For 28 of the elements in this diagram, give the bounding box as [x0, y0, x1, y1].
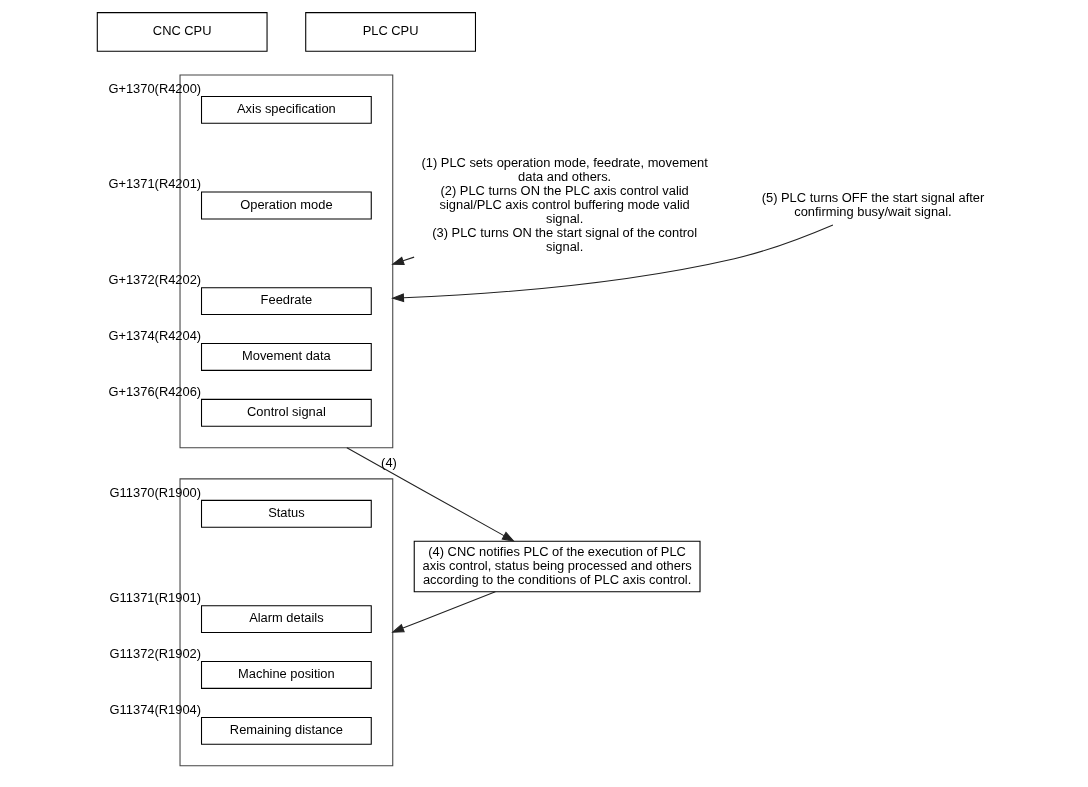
node-label: G+1371(R4201): [107, 176, 201, 192]
edge-label: (4): [380, 454, 397, 470]
arrow: [390, 256, 415, 265]
node-label: G11372(R1902): [109, 645, 201, 661]
node-box: Operation mode: [200, 191, 372, 220]
node-box: Alarm details: [200, 605, 372, 634]
node-text: (5) PLC turns OFF the start signal after confirming busy/wait signal.: [761, 189, 984, 219]
node-box: Movement data: [200, 343, 372, 371]
node-label: G+1374(R4204): [107, 327, 201, 343]
node-label: G11371(R1901): [109, 590, 201, 606]
node-label: G+1372(R4202): [107, 272, 201, 288]
node-box: Axis specification: [200, 95, 372, 124]
node-box: Status: [200, 499, 372, 528]
node-label: G+1376(R4206): [107, 383, 201, 399]
arrow: [390, 224, 833, 303]
arrow: [390, 591, 496, 633]
arrow: [345, 447, 515, 542]
node-box: CNC CPU: [96, 12, 268, 52]
node-box: Machine position: [200, 661, 372, 689]
node-box: Control signal: [200, 398, 372, 427]
node-box: PLC CPU: [304, 12, 476, 52]
node-label: G11374(R1904): [109, 701, 201, 717]
node-box: Feedrate: [200, 287, 372, 316]
node-text: (1) PLC sets operation mode, feedrate, movement data and others. (2) PLC turns ON the PLC axis control valid signal/PLC axis control buffering mode valid signal. (3) PLC turns ON the start signal of the control signal.: [421, 154, 708, 254]
node-label: G11370(R1900): [109, 484, 201, 500]
node-box: (4) CNC notifies PLC of the execution of PLC axis control, status being processed and others according to the conditions of PLC axis control.: [413, 540, 701, 593]
node-label: G+1370(R4200): [107, 80, 201, 96]
node-box: Remaining distance: [200, 716, 372, 745]
